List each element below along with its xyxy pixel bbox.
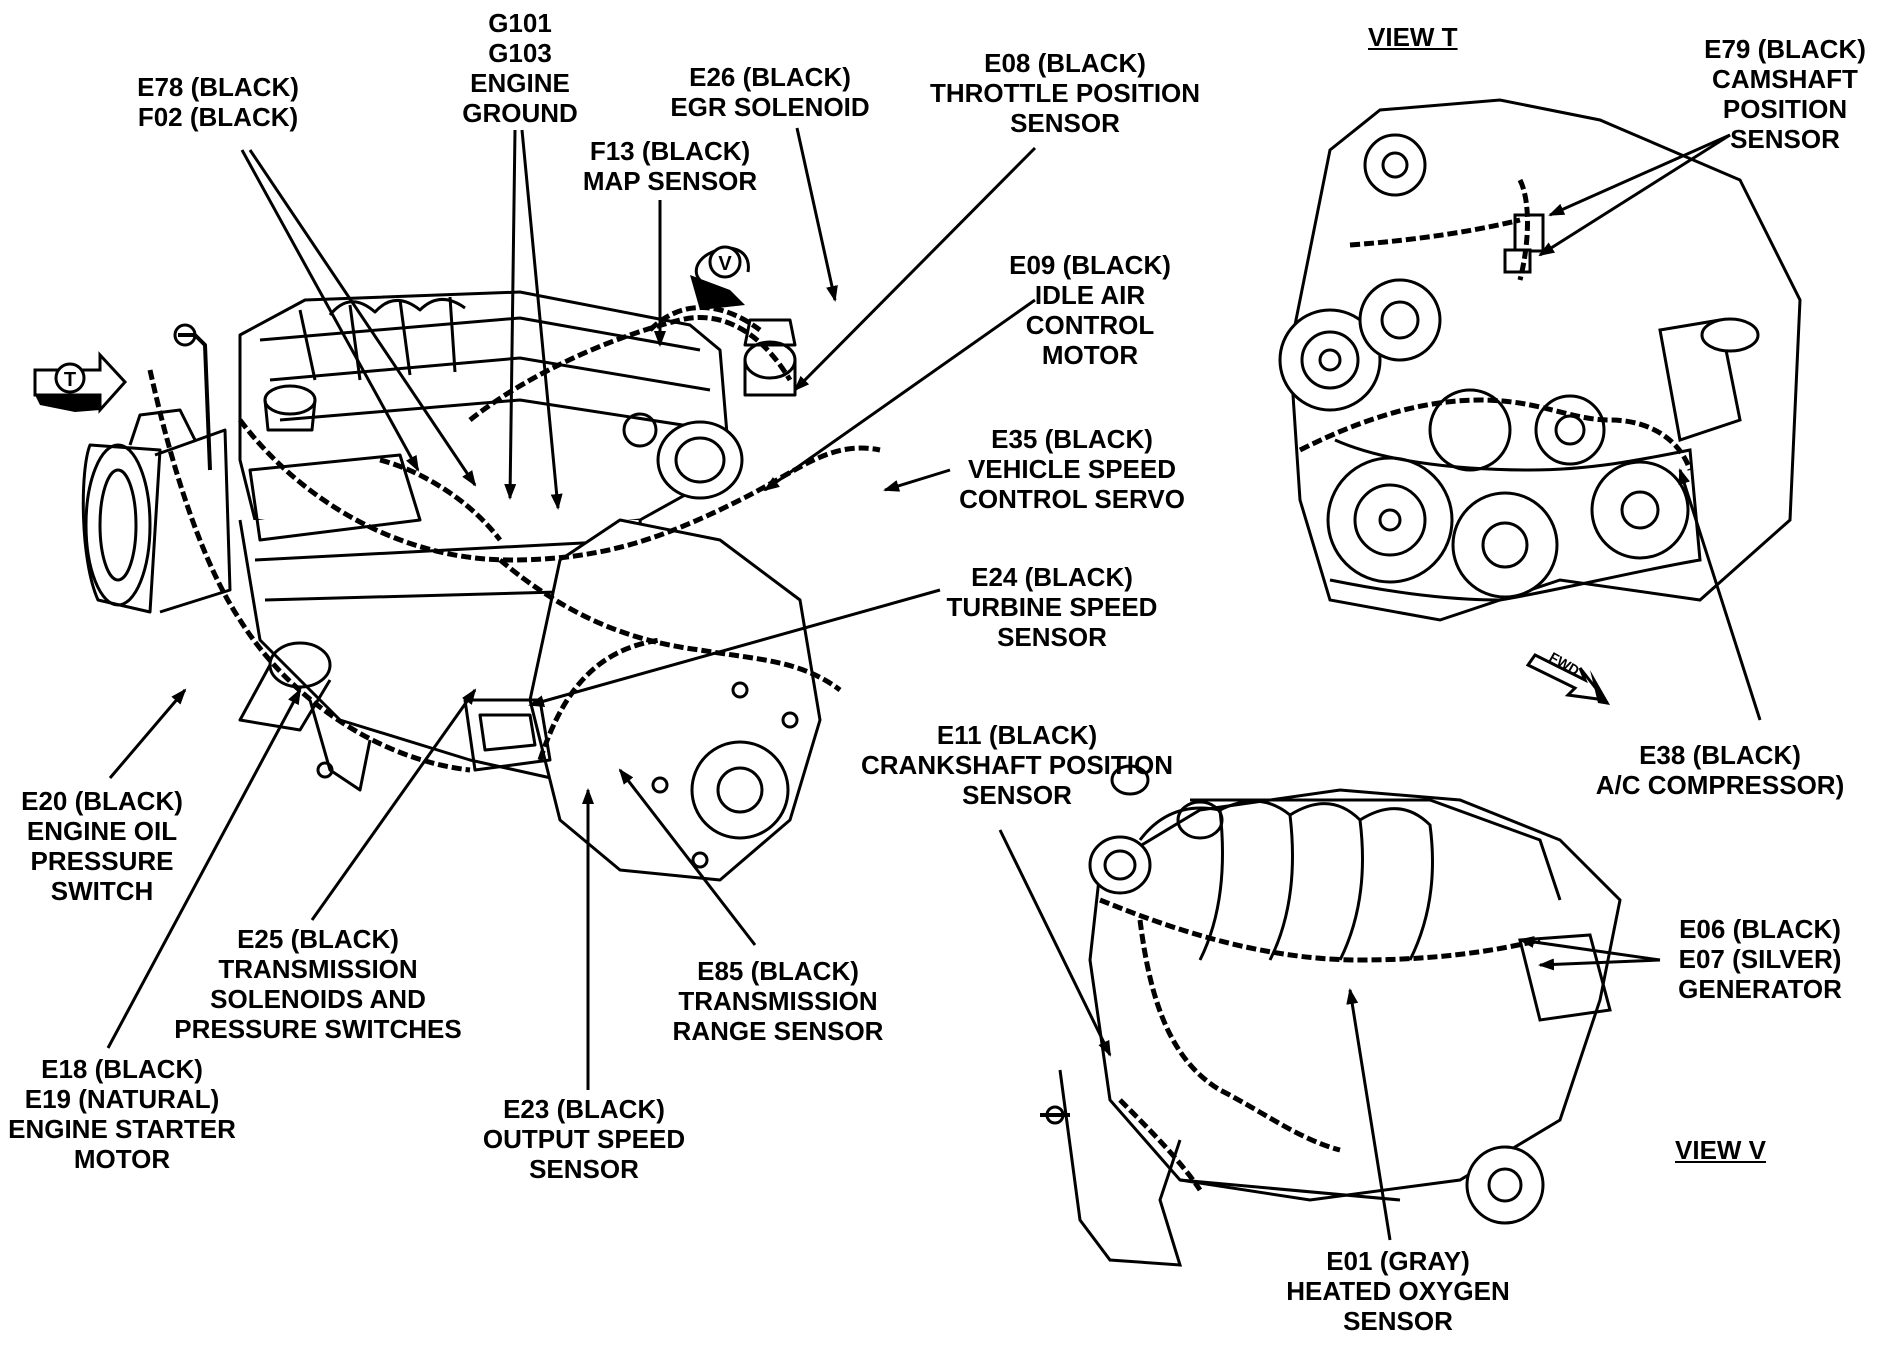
callout-e26: E26 (BLACK)EGR SOLENOID: [670, 62, 870, 122]
view-t-illustration: [1278, 98, 1802, 622]
callout-e06-e07: E06 (BLACK)E07 (SILVER)GENERATOR: [1678, 914, 1842, 1004]
view-v-marker: V: [690, 245, 750, 310]
view-v-illustration: [1040, 764, 1622, 1267]
callout-f13: F13 (BLACK)MAP SENSOR: [582, 136, 758, 196]
fwd-marker: FWD: [1525, 649, 1610, 705]
callout-leader-lines: [106, 127, 1762, 1241]
view-t-wiring: [1298, 178, 1693, 471]
view-v-marker-letter: V: [718, 253, 732, 275]
view-t-title: VIEW T: [1368, 22, 1458, 52]
callout-e38: E38 (BLACK)A/C COMPRESSOR): [1595, 740, 1845, 800]
view-t-marker: T: [33, 351, 128, 414]
view-v-wiring: [1099, 897, 1541, 1192]
view-v-title: VIEW V: [1675, 1135, 1767, 1165]
main-engine-illustration: [81, 290, 822, 882]
view-t-marker-letter: T: [64, 369, 76, 391]
callout-e78-f02: E78 (BLACK)F02 (BLACK): [137, 72, 299, 132]
